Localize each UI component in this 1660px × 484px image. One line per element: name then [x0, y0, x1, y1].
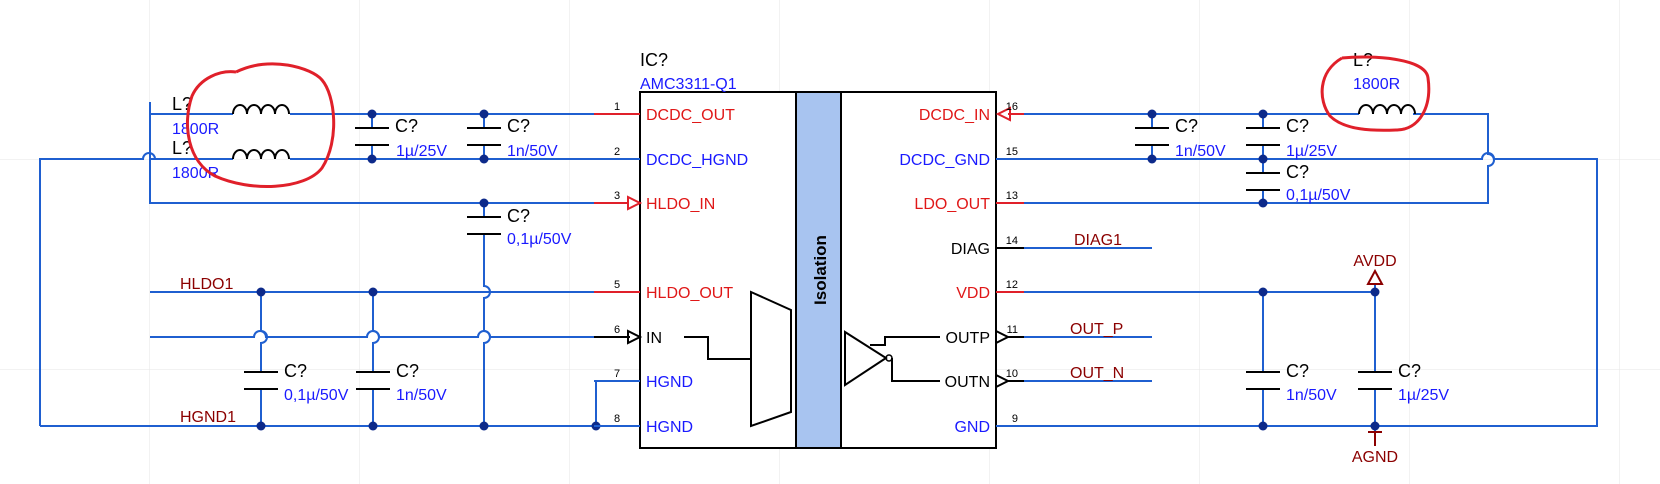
pin-name-dcdc-gnd: DCDC_GND [899, 152, 990, 169]
input-arrow-icon [627, 329, 643, 345]
ic-amc3311[interactable]: Isolation IC? AMC3311-Q1 [639, 50, 997, 449]
pin-number: 3 [614, 190, 620, 202]
pin-name-hgnd: HGND [646, 374, 693, 391]
annotation-circle-right [1320, 55, 1431, 132]
pin-number: 16 [1006, 101, 1018, 113]
pin-number: 12 [1006, 279, 1018, 291]
capacitor-ref: C? [1286, 361, 1309, 381]
pin-number: 7 [614, 368, 620, 380]
inductor-ref: L? [172, 138, 192, 158]
power-port-agnd[interactable]: AGND [1352, 431, 1398, 466]
inductor-ref: L? [1353, 50, 1373, 70]
pin-name-hldo-in: HLDO_IN [646, 196, 715, 213]
pin-name-dcdc-in: DCDC_IN [919, 107, 990, 124]
capacitor-C6[interactable]: C? 1n/50V [1135, 116, 1226, 160]
junctions [256, 109, 1380, 431]
pin-name-hgnd: HGND [646, 419, 693, 436]
input-arrow-icon [627, 195, 643, 211]
inductor-L3[interactable]: L? 1800R [1353, 50, 1416, 115]
capacitor-C10[interactable]: C? 1µ/25V [1358, 361, 1449, 404]
pin-name-ldo-out: LDO_OUT [914, 196, 990, 213]
inductor-value: 1800R [1353, 76, 1400, 93]
ic-ref: IC? [640, 50, 668, 70]
inductor-L1[interactable]: L? 1800R [172, 94, 290, 138]
capacitor-ref: C? [1398, 361, 1421, 381]
capacitor-C4[interactable]: C? 0,1µ/50V [244, 361, 349, 404]
pin-name-vdd: VDD [956, 285, 990, 302]
pin-name-outn: OUTN [945, 374, 990, 391]
capacitor-ref: C? [507, 116, 530, 136]
capacitor-value: 1µ/25V [1398, 387, 1449, 404]
isolation-barrier [795, 91, 842, 449]
pin-number: 14 [1006, 235, 1018, 247]
inductor-value: 1800R [172, 121, 219, 138]
input-arrow-icon [995, 106, 1011, 122]
pin-number: 11 [1007, 324, 1018, 336]
capacitor-C9[interactable]: C? 1n/50V [1246, 361, 1337, 404]
capacitor-C5[interactable]: C? 1n/50V [356, 361, 447, 404]
capacitor-C2[interactable]: C? 1n/50V [467, 116, 558, 160]
capacitor-C7[interactable]: C? 1µ/25V [1246, 116, 1337, 160]
capacitor-C1[interactable]: C? 1µ/25V [355, 116, 447, 160]
capacitor-ref: C? [1286, 162, 1309, 182]
capacitor-value: 1n/50V [1175, 143, 1226, 160]
inductor-ref: L? [172, 94, 192, 114]
pin-name-dcdc-out: DCDC_OUT [646, 107, 735, 124]
pin-name-hldo-out: HLDO_OUT [646, 285, 733, 302]
capacitor-value: 1n/50V [396, 387, 447, 404]
pin-number: 15 [1006, 146, 1018, 158]
annotation-circle-left [185, 62, 336, 188]
capacitor-value: 1n/50V [507, 143, 558, 160]
capacitor-value: 1µ/25V [1286, 143, 1337, 160]
pin-name-dcdc-hgnd: DCDC_HGND [646, 152, 748, 169]
pin-number: 1 [614, 101, 620, 113]
capacitor-ref: C? [1175, 116, 1198, 136]
power-port-avdd[interactable]: AVDD [1353, 253, 1397, 285]
capacitor-ref: C? [507, 206, 530, 226]
output-buffer-symbol [844, 330, 888, 387]
pin-number: 10 [1006, 368, 1018, 380]
capacitor-C3[interactable]: C? 0,1µ/50V [467, 206, 572, 248]
capacitor-C8[interactable]: C? 0,1µ/50V [1246, 162, 1351, 204]
capacitor-value: 0,1µ/50V [284, 387, 349, 404]
pin-number: 2 [614, 146, 620, 158]
pin-name-outp: OUTP [946, 330, 990, 347]
pin-number: 9 [1012, 413, 1018, 425]
annotation-circles [185, 55, 1431, 188]
capacitor-ref: C? [395, 116, 418, 136]
pin-number: 13 [1006, 190, 1018, 202]
ic-part-number: AMC3311-Q1 [640, 76, 737, 93]
isolation-label: Isolation [811, 235, 830, 305]
modulator-symbol [750, 290, 792, 428]
capacitor-value: 1n/50V [1286, 387, 1337, 404]
pin-number: 8 [614, 413, 620, 425]
pin-name-in: IN [646, 330, 662, 347]
capacitor-ref: C? [396, 361, 419, 381]
net-label-out-p[interactable]: OUT_P [1070, 321, 1123, 338]
pin-number: 6 [614, 324, 620, 336]
pin-name-gnd: GND [954, 419, 990, 436]
net-label-out-n[interactable]: OUT_N [1070, 365, 1124, 382]
pin-number: 5 [614, 279, 620, 291]
output-arrow-icon [995, 373, 1011, 389]
ic-pins-left: 1 2 3 5 6 7 8 DCDC_OUT DCDC_HGND HLDO_IN… [594, 101, 748, 436]
capacitor-ref: C? [284, 361, 307, 381]
net-label-diag1[interactable]: DIAG1 [1074, 232, 1122, 249]
ic-pins-right: 16 15 13 14 12 11 10 9 DCDC_IN DCDC_GND … [899, 101, 1024, 436]
power-label-agnd: AGND [1352, 449, 1398, 466]
net-label-hldo1[interactable]: HLDO1 [180, 276, 233, 293]
capacitor-value: 0,1µ/50V [507, 231, 572, 248]
output-arrow-icon [995, 329, 1011, 345]
capacitor-value: 0,1µ/50V [1286, 187, 1351, 204]
pin-name-diag: DIAG [951, 241, 990, 258]
power-label-avdd: AVDD [1353, 253, 1396, 270]
capacitor-value: 1µ/25V [396, 143, 447, 160]
net-label-hgnd1[interactable]: HGND1 [180, 409, 236, 426]
capacitor-ref: C? [1286, 116, 1309, 136]
